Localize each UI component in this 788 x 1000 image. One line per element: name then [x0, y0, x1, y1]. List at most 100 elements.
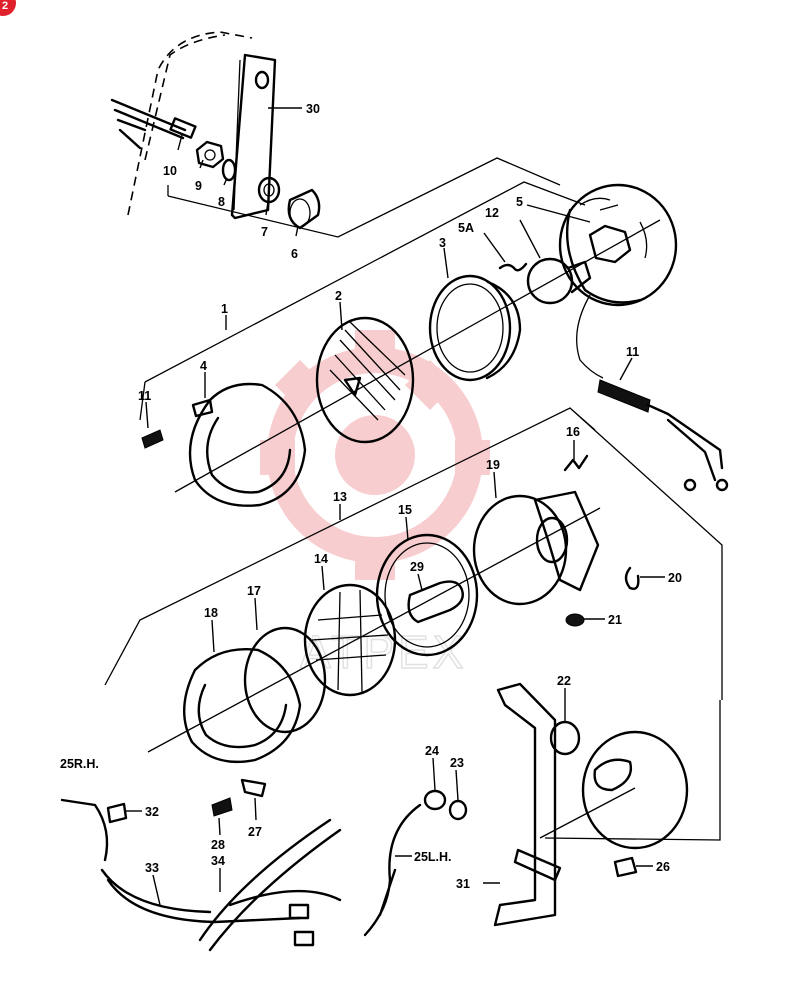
middle-lamp-assembly — [182, 454, 640, 764]
label-3: 3 — [439, 236, 446, 250]
screw-11 — [141, 429, 164, 449]
rim-18 — [182, 648, 302, 764]
label-5: 5 — [516, 195, 523, 209]
label-11-right: 11 — [626, 345, 639, 359]
corner-badge-circle — [0, 0, 16, 16]
screw-11-body — [141, 429, 164, 449]
housing-5-rim — [565, 208, 642, 304]
spacer-6-end — [289, 198, 311, 228]
lens-2-ribs — [329, 321, 406, 421]
rim-4 — [188, 382, 307, 507]
leader-5 — [526, 204, 591, 223]
reflector-3-inner — [436, 283, 504, 373]
leader-23 — [455, 769, 459, 801]
watermark-text: ATPEX — [300, 626, 467, 678]
label-8: 8 — [218, 195, 225, 209]
washer-7 — [257, 176, 281, 204]
label-17: 17 — [247, 584, 261, 598]
nut-24 — [423, 789, 447, 811]
leader-9 — [199, 159, 204, 169]
label-23: 23 — [450, 756, 464, 770]
leader-33 — [152, 874, 161, 906]
bracket-31 — [493, 682, 557, 927]
label-28: 28 — [211, 838, 225, 852]
lamp-cable — [576, 294, 604, 379]
clip-32 — [106, 802, 128, 824]
label-10: 10 — [163, 164, 177, 178]
nut-9 — [195, 140, 225, 169]
seal-15-inner — [384, 542, 470, 648]
socket-housing-face — [535, 516, 569, 564]
label-4: 4 — [200, 359, 207, 373]
label-29: 29 — [410, 560, 424, 574]
connector-a — [288, 903, 310, 920]
socket-5 — [588, 224, 632, 264]
leader-3 — [443, 247, 449, 279]
leader-7 — [265, 201, 269, 216]
corner-badge-text: 2 — [2, 0, 8, 12]
plug-21 — [565, 613, 585, 627]
label-18: 18 — [204, 606, 218, 620]
clip-26 — [613, 856, 638, 878]
label-24: 24 — [425, 744, 439, 758]
bracket-hole — [254, 70, 270, 90]
leader-5a — [483, 232, 506, 263]
bulb-29 — [407, 580, 464, 624]
label-14: 14 — [314, 552, 328, 566]
lamp-26-housing — [581, 730, 689, 850]
leader-18 — [211, 619, 215, 653]
rim-4-clip — [191, 398, 214, 418]
harness-34 — [198, 818, 342, 952]
group-outlines — [104, 157, 723, 841]
upper-lamp-outline — [139, 181, 586, 421]
bracket-edge — [233, 59, 241, 211]
leader-28 — [218, 817, 221, 836]
cable-11-connector — [597, 379, 651, 413]
housing-5 — [558, 183, 678, 307]
spacer-6 — [287, 188, 321, 230]
washer-23 — [448, 799, 468, 821]
label-6: 6 — [291, 247, 298, 261]
bracket-plate — [230, 53, 277, 220]
upper-lamp-assembly — [188, 183, 678, 507]
label-11-left: 11 — [138, 389, 151, 403]
lower-assembly — [60, 682, 689, 952]
leader-8 — [223, 177, 228, 186]
part-30-bracket — [110, 31, 321, 230]
leader-11a — [145, 401, 149, 429]
label-2: 2 — [335, 289, 342, 303]
lower-group-outline — [544, 700, 721, 841]
label-21: 21 — [608, 613, 622, 627]
harness-33 — [100, 868, 302, 924]
label-13: 13 — [333, 490, 347, 504]
label-5a: 5A — [458, 221, 474, 235]
leader-24 — [432, 757, 436, 791]
label-27: 27 — [248, 825, 262, 839]
wire-10 — [110, 98, 187, 150]
label-19: 19 — [486, 458, 500, 472]
label-34: 34 — [211, 854, 225, 868]
label-9: 9 — [195, 179, 202, 193]
mounting-outline-dashed-2 — [144, 34, 226, 161]
leader-17 — [254, 597, 258, 631]
callout-labels: 30 10 9 8 7 6 5 5A 12 3 2 1 4 11 11 16 1… — [60, 102, 682, 891]
leader-29 — [417, 573, 423, 591]
cable-11-ferrule — [646, 403, 724, 482]
bolt-bracket — [513, 848, 562, 882]
cable-11-terminal-a — [683, 478, 697, 492]
rim-18-inner — [197, 683, 288, 749]
spring-20 — [624, 566, 640, 590]
cable-11 — [597, 379, 729, 492]
washer-8 — [221, 158, 237, 182]
lens-14-pattern — [311, 589, 389, 693]
leader-lines — [126, 107, 665, 906]
leader-15 — [405, 516, 409, 541]
housing-5-detail — [579, 197, 648, 259]
label-7: 7 — [261, 225, 268, 239]
label-20: 20 — [668, 571, 682, 585]
corner-badge: 2 — [0, 0, 16, 16]
label-15: 15 — [398, 503, 412, 517]
leader-6 — [295, 225, 299, 237]
cable-11-terminal-b — [715, 478, 729, 492]
